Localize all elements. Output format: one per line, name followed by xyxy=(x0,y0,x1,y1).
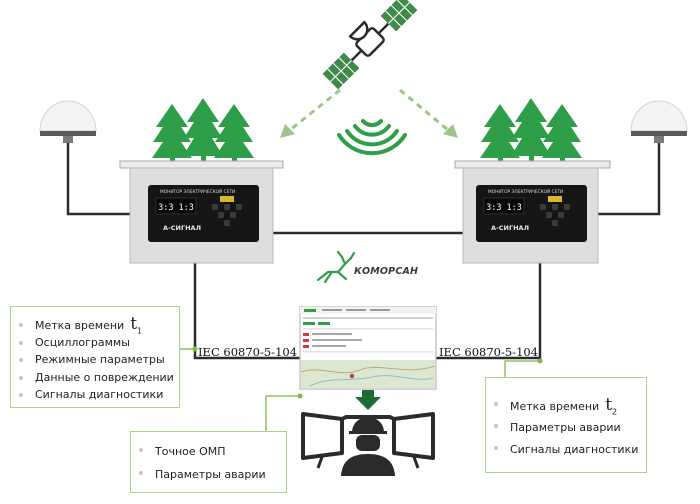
arrow-head-right xyxy=(443,124,458,138)
substation-right: МОНИТОР ЭЛЕКТРИЧЕСКОЙ СЕТИ 3:3 1:3 А-СИГ… xyxy=(454,98,611,264)
substation-left: МОНИТОР ЭЛЕКТРИЧЕСКОЙ СЕТИ 3:3 1:3 А-СИГ… xyxy=(119,98,284,264)
time-mark: t2 xyxy=(605,395,618,417)
list-item: Сигналы диагностики xyxy=(486,439,646,461)
signal-waves-icon xyxy=(337,119,407,156)
gps-cable-right xyxy=(598,142,661,216)
server-screen xyxy=(299,306,437,390)
device-right-display: 3:3 1:3 xyxy=(486,203,522,213)
brand-name: КОМОРСАН xyxy=(354,266,419,277)
arrow-down-icon xyxy=(355,390,381,410)
list-item: Параметры аварии xyxy=(486,417,646,439)
link-right-to-server xyxy=(436,263,542,360)
list-item: Данные о повреждении xyxy=(11,369,179,387)
arrow-head-left xyxy=(280,124,295,138)
protocol-label-right: IEC 60870-5-104 xyxy=(439,345,539,359)
gps-cable-left xyxy=(66,142,130,216)
gps-antenna-right-icon xyxy=(630,100,688,143)
trees-right-icon xyxy=(480,98,582,161)
roof-slab-right xyxy=(454,160,611,169)
time-mark: t1 xyxy=(130,314,143,336)
brand-logo-icon xyxy=(316,250,356,284)
device-right-brand: МОНИТОР ЭЛЕКТРИЧЕСКОЙ СЕТИ xyxy=(488,188,563,195)
device-left-model: А-СИГНАЛ xyxy=(163,224,201,232)
list-item: Сигналы диагностики xyxy=(11,386,179,404)
list-item: Параметры аварии xyxy=(131,464,286,487)
gps-antenna-left-icon xyxy=(39,100,97,143)
protocol-label-left: IEC 60870-5-104 xyxy=(198,345,298,359)
list-item: Режимные параметры xyxy=(11,351,179,369)
device-left-display: 3:3 1:3 xyxy=(158,203,194,213)
satellite-icon xyxy=(322,0,418,90)
device-left-brand: МОНИТОР ЭЛЕКТРИЧЕСКОЙ СЕТИ xyxy=(160,188,235,195)
trees-left-icon xyxy=(152,98,254,161)
callout-lines xyxy=(180,346,543,431)
list-item: Точное ОМП xyxy=(131,441,286,464)
device-right-model: А-СИГНАЛ xyxy=(491,224,529,232)
info-box-bottom: Точное ОМП Параметры аварии xyxy=(130,431,287,493)
roof-slab-left xyxy=(119,160,284,169)
connection-lines xyxy=(66,142,661,360)
monitor-stands xyxy=(316,456,420,469)
list-item: Осциллограммы xyxy=(11,334,179,352)
operator-figure xyxy=(341,417,395,476)
link-left-to-server xyxy=(193,263,300,360)
